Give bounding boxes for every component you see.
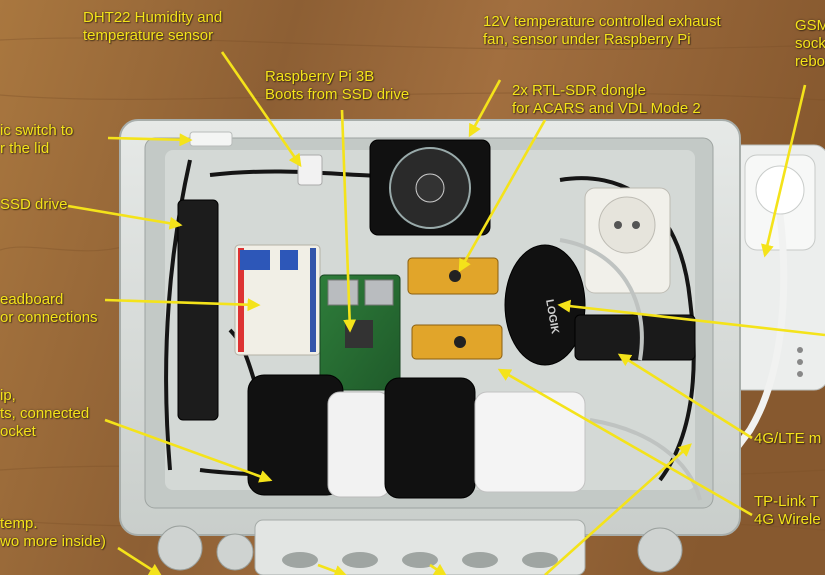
- schuko-socket: [584, 187, 671, 294]
- arrow-strip: [104, 418, 273, 483]
- gsm-power-socket: [696, 144, 825, 521]
- label-fan: 12V temperature controlled exhaust fan, …: [483, 13, 721, 48]
- rtl-sdr-dongles: [407, 257, 503, 360]
- label-ssd: SSD drive: [0, 196, 68, 213]
- label-lte-modem: 4G/LTE m: [754, 430, 822, 447]
- power-adapters: [247, 374, 586, 499]
- logik-brand-text: LOGIK: [543, 298, 561, 334]
- arrow-gsm: [761, 84, 807, 258]
- arrow-dht22: [220, 51, 302, 168]
- raspberry-pi: [319, 274, 401, 391]
- lte-modem: [574, 314, 696, 361]
- exhaust-fan: [369, 139, 491, 236]
- arrow-rtlsdr: [458, 119, 547, 273]
- arrow-bottom-3: [429, 563, 448, 575]
- arrow-switch: [107, 133, 193, 147]
- logik-router: LOGIK: [504, 244, 586, 366]
- label-gsm: GSM sock rebo: [795, 17, 825, 70]
- label-raspberry-pi: Raspberry Pi 3B Boots from SSD drive: [265, 68, 410, 103]
- arrow-rpi: [340, 109, 357, 333]
- arrow-logik: [557, 299, 825, 337]
- label-rtl-sdr: 2x RTL-SDR dongle for ACARS and VDL Mode…: [512, 82, 701, 117]
- breadboard: [234, 244, 321, 356]
- arrow-breadboard: [104, 298, 261, 312]
- label-temp: temp. wo more inside): [0, 515, 106, 550]
- arrow-bottom-1: [544, 443, 692, 575]
- arrow-modem: [617, 353, 753, 440]
- ssd-drive: [177, 199, 219, 421]
- label-breadboard: eadboard or connections: [0, 291, 98, 326]
- label-dht22: DHT22 Humidity and temperature sensor: [83, 9, 223, 44]
- label-tp-link: TP-Link T 4G Wirele: [754, 493, 821, 528]
- arrow-bottom-2: [317, 563, 348, 575]
- grey-cables: [559, 238, 702, 501]
- arrow-temp: [117, 546, 163, 575]
- dht22-sensor: [297, 154, 323, 186]
- arrow-tplink: [497, 368, 753, 517]
- arrow-ssd: [67, 204, 183, 230]
- arrow-fan: [468, 79, 502, 138]
- label-power-strip: ip, ts, connected ocket: [0, 387, 90, 440]
- label-lid-switch: ic switch to r the lid: [0, 122, 74, 157]
- annotation-arrows: [67, 51, 825, 575]
